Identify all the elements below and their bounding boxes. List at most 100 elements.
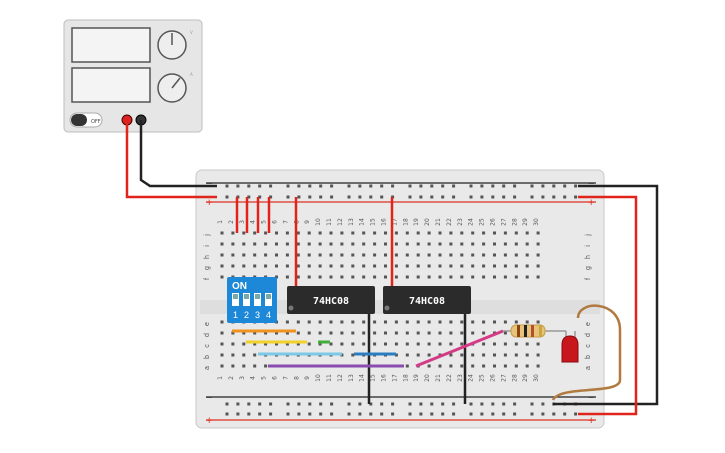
column-number: 15 [370, 374, 377, 382]
column-number: 12 [337, 218, 344, 226]
row-letter: a [204, 366, 211, 370]
column-number: 7 [282, 376, 289, 380]
column-number: 11 [326, 218, 333, 226]
column-number: 9 [304, 220, 311, 224]
logic-wires [232, 329, 504, 368]
power-switch-knob [71, 114, 87, 126]
column-number: 26 [490, 374, 497, 382]
column-number: 21 [435, 374, 442, 382]
column-number: 4 [250, 376, 257, 380]
column-number: 4 [250, 220, 257, 224]
dip-toggle-1[interactable] [232, 293, 239, 306]
voltage-display [71, 27, 151, 63]
dip-toggle-3[interactable] [254, 293, 261, 306]
power-supply: V A OFF [63, 19, 203, 133]
supply-black-wire[interactable] [139, 120, 217, 188]
pink-wire[interactable] [415, 329, 504, 368]
column-number: 7 [282, 220, 289, 224]
chip-2-label: 74HC08 [409, 296, 445, 307]
column-number: 18 [402, 218, 409, 226]
column-number: 3 [239, 220, 246, 224]
column-number: 5 [261, 376, 268, 380]
resistor[interactable] [503, 324, 566, 338]
row-letter: j [585, 234, 592, 237]
dip-on-label: ON [232, 281, 247, 292]
dip-number-4: 4 [266, 310, 271, 320]
row-letter: g [585, 266, 592, 270]
column-number: 12 [337, 374, 344, 382]
column-number: 20 [424, 374, 431, 382]
column-number: 19 [413, 218, 420, 226]
supply-red-wire[interactable] [125, 120, 217, 199]
row-letter: f [204, 278, 211, 280]
column-number: 24 [468, 218, 475, 226]
column-number: 11 [326, 374, 333, 382]
row-letter: h [585, 255, 592, 259]
column-number: 2 [228, 220, 235, 224]
row-letter: b [585, 355, 592, 359]
column-number: 13 [348, 218, 355, 226]
row-letter: e [204, 322, 211, 326]
led[interactable] [561, 331, 579, 363]
column-number: 22 [446, 374, 453, 382]
column-number: 14 [359, 218, 366, 226]
column-number: 30 [533, 218, 540, 226]
row-letter: h [204, 255, 211, 259]
chip-2[interactable]: 74HC08 [383, 286, 471, 314]
column-number: 16 [381, 374, 388, 382]
rail-minus-top-left: − [206, 178, 212, 190]
column-number: 29 [522, 218, 529, 226]
dip-switch[interactable]: ON 1 2 3 4 [227, 277, 277, 323]
column-number: 20 [424, 218, 431, 226]
row-letter: d [204, 333, 211, 337]
column-numbers-top: 1234567891011121314151617181920212223242… [217, 218, 540, 226]
power-off-label: OFF [91, 119, 101, 125]
column-number: 10 [315, 218, 322, 226]
row-letter: i [585, 245, 592, 247]
rail-plus-top-left: + [206, 197, 212, 209]
column-number: 17 [391, 218, 398, 226]
row-letter: c [585, 344, 592, 348]
column-number: 3 [239, 376, 246, 380]
column-number: 6 [272, 220, 279, 224]
chip-1-label: 74HC08 [313, 296, 349, 307]
dip-toggle-4[interactable] [265, 293, 272, 306]
dip-number-3: 3 [255, 310, 260, 320]
right-black-jumper[interactable] [553, 184, 659, 406]
column-number: 23 [457, 374, 464, 382]
column-number: 16 [381, 218, 388, 226]
brown-wire[interactable] [551, 304, 622, 401]
rail-minus-bottom-right: − [588, 392, 594, 404]
column-number: 22 [446, 218, 453, 226]
rail-minus-bottom-left: − [206, 392, 212, 404]
column-number: 23 [457, 218, 464, 226]
dip-toggle-2[interactable] [243, 293, 250, 306]
right-red-jumper[interactable] [578, 195, 638, 416]
column-number: 14 [359, 374, 366, 382]
column-number: 8 [293, 376, 300, 380]
column-number: 6 [272, 376, 279, 380]
rail-plus-bottom-left: + [206, 415, 212, 427]
rail-plus-top-right: + [588, 197, 594, 209]
dip-number-2: 2 [244, 310, 249, 320]
row-letter: b [204, 355, 211, 359]
column-number: 30 [533, 374, 540, 382]
chip-1[interactable]: 74HC08 [287, 286, 375, 314]
column-number: 2 [228, 376, 235, 380]
column-number: 9 [304, 376, 311, 380]
row-letter: j [204, 234, 211, 237]
column-number: 10 [315, 374, 322, 382]
row-letter: a [585, 366, 592, 370]
rail-jumpers [553, 184, 659, 416]
column-number: 28 [511, 218, 518, 226]
column-number: 18 [402, 374, 409, 382]
column-number: 27 [500, 218, 507, 226]
column-number: 17 [391, 374, 398, 382]
column-number: 28 [511, 374, 518, 382]
row-letter: c [204, 344, 211, 348]
column-number: 1 [217, 220, 224, 224]
row-letter: d [585, 333, 592, 337]
